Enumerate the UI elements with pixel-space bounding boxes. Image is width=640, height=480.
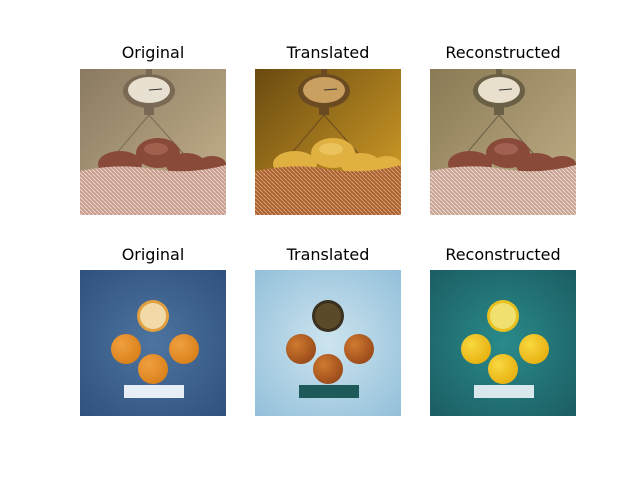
image-panel-translated-scale bbox=[255, 69, 401, 215]
panel-title-r2c1: Original bbox=[121, 245, 185, 264]
image-panel-original-scale bbox=[80, 69, 226, 215]
panel-title-r1c2: Translated bbox=[286, 43, 370, 62]
image-panel-reconstructed-scale bbox=[430, 69, 576, 215]
panel-title-r1c3: Reconstructed bbox=[445, 43, 561, 62]
image-panel-original-oranges bbox=[80, 270, 226, 416]
image-panel-reconstructed-oranges bbox=[430, 270, 576, 416]
panel-title-r2c2: Translated bbox=[286, 245, 370, 264]
panel-title-r2c3: Reconstructed bbox=[445, 245, 561, 264]
image-panel-translated-oranges bbox=[255, 270, 401, 416]
panel-title-r1c1: Original bbox=[121, 43, 185, 62]
